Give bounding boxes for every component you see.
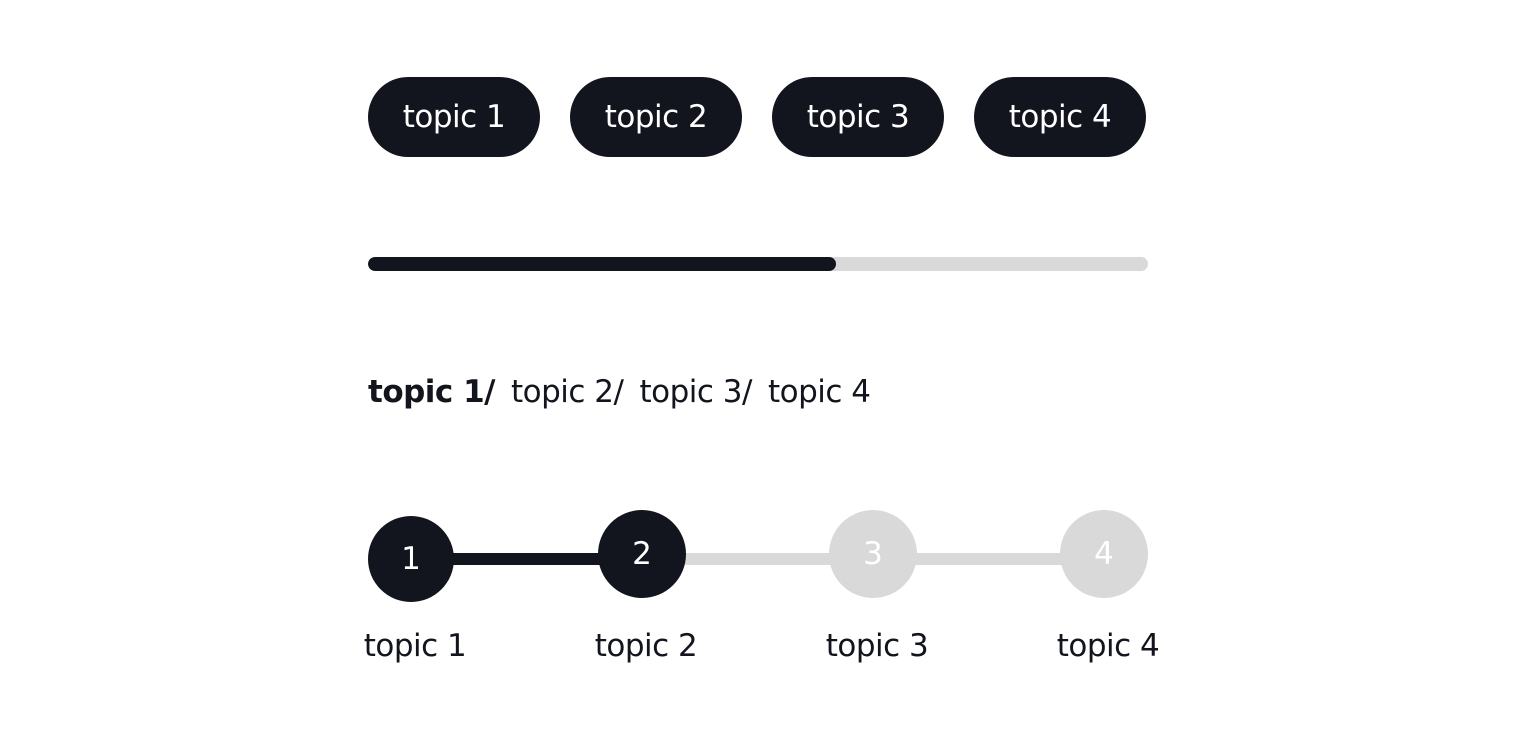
topic-pill-1[interactable]: topic 1 bbox=[368, 77, 540, 157]
step-4-label: topic 4 bbox=[1056, 628, 1160, 664]
breadcrumb-item-topic-2[interactable]: topic 2/ bbox=[511, 374, 624, 410]
step-3-circle[interactable]: 3 bbox=[829, 510, 917, 598]
topic-pill-4[interactable]: topic 4 bbox=[974, 77, 1146, 157]
step-4-circle[interactable]: 4 bbox=[1060, 510, 1148, 598]
step-2-label: topic 2 bbox=[594, 628, 698, 664]
progress-bar bbox=[368, 257, 1148, 271]
step-1-circle[interactable]: 1 bbox=[368, 516, 454, 602]
step-3-label: topic 3 bbox=[825, 628, 929, 664]
topic-pill-3[interactable]: topic 3 bbox=[772, 77, 944, 157]
step-1-label: topic 1 bbox=[363, 628, 467, 664]
breadcrumb: topic 1/ topic 2/ topic 3/ topic 4 bbox=[368, 370, 871, 414]
topic-pill-2[interactable]: topic 2 bbox=[570, 77, 742, 157]
progress-bar-fill bbox=[368, 257, 836, 271]
step-2-circle[interactable]: 2 bbox=[598, 510, 686, 598]
breadcrumb-item-topic-4[interactable]: topic 4 bbox=[767, 374, 871, 410]
breadcrumb-item-topic-1[interactable]: topic 1/ bbox=[368, 374, 496, 410]
topic-pill-tabs: topic 1 topic 2 topic 3 topic 4 bbox=[368, 77, 1146, 157]
breadcrumb-item-topic-3[interactable]: topic 3/ bbox=[639, 374, 752, 410]
